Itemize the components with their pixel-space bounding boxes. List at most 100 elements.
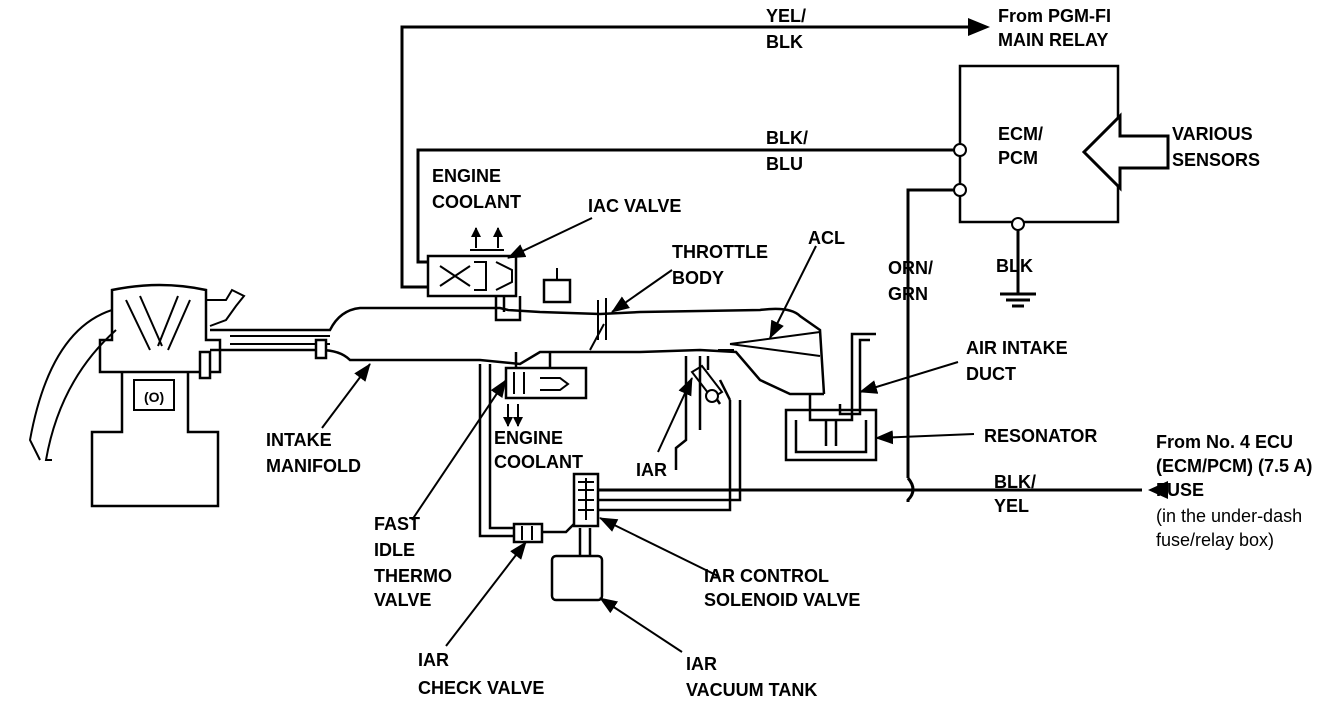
- piston: [133, 379, 175, 411]
- iac-valve: [426, 227, 522, 322]
- engine-valves: [125, 295, 191, 351]
- leader-iac-valve: [507, 217, 593, 259]
- engine-block: (O): [28, 283, 246, 508]
- coolant-bottom-label-1: ENGINE: [494, 428, 563, 448]
- resonator-neck: [824, 420, 838, 446]
- ecm-terminal-grn: [953, 183, 967, 197]
- fuse-source-line-1: From No. 4 ECU: [1156, 432, 1293, 452]
- fuse-source-line-4: (in the under-dash: [1156, 506, 1302, 526]
- thermo-valve-body: [504, 366, 588, 400]
- leader-iar-tank: [599, 597, 683, 653]
- check-valve-body: [512, 522, 544, 544]
- wire-label-blu-1: BLK/: [766, 128, 808, 148]
- coolant-bottom-label-2: COOLANT: [494, 452, 583, 472]
- ecm-terminal-ground: [1011, 217, 1025, 231]
- thermo-valve-detail: [513, 372, 570, 394]
- iar-line-to-solenoid: [598, 400, 742, 512]
- iar-vacuum-lines: [478, 356, 742, 556]
- resonator-label: RESONATOR: [984, 426, 1097, 446]
- wiring: [400, 18, 1168, 502]
- throttle-label-2: BODY: [672, 268, 724, 288]
- iar-vacuum-tank: [550, 554, 604, 602]
- fuse-source-line-2: (ECM/PCM) (7.5 A): [1156, 456, 1312, 476]
- fast-idle-label-4: VALVE: [374, 590, 431, 610]
- iar-control-solenoid-valve: [572, 472, 600, 528]
- intake-manifold: [198, 268, 826, 396]
- leader-acl: [769, 245, 817, 339]
- manifold-flange: [314, 338, 328, 360]
- engine-head: [98, 283, 222, 374]
- iac-valve-detail: [439, 261, 513, 291]
- sensors-label-1: VARIOUS: [1172, 124, 1253, 144]
- iar-to-tank-line: [578, 528, 592, 556]
- iac-valve-body: [426, 254, 518, 298]
- iac-valve-label: IAC VALVE: [588, 196, 681, 216]
- blk-blu-wire: [416, 148, 956, 264]
- ground-wire-label: BLK: [996, 256, 1033, 276]
- relay-source-line-1: From PGM-FI: [998, 6, 1111, 26]
- sensors-input-arrow-icon: [1081, 112, 1170, 192]
- iar-check-label-1: IAR: [418, 650, 449, 670]
- throttle-label-1: THROTTLE: [672, 242, 768, 262]
- piston-mark: (O): [144, 389, 164, 405]
- throttle-actuator: [542, 278, 572, 304]
- wire-label-yel-1: YEL/: [766, 6, 806, 26]
- leader-throttle-body: [611, 269, 673, 313]
- leader-iar-check: [445, 541, 527, 647]
- ecm-terminal-blu: [953, 143, 967, 157]
- air-intake-and-resonator: [784, 332, 878, 462]
- fast-idle-label-3: THERMO: [374, 566, 452, 586]
- iar-check-valve: [512, 522, 544, 544]
- fuse-arrow-icon: [1148, 481, 1168, 499]
- vacuum-tank-body: [550, 554, 604, 602]
- throttle-plate: [589, 298, 607, 351]
- fast-idle-label-2: IDLE: [374, 540, 415, 560]
- fast-idle-thermo-valve: [503, 352, 588, 427]
- resonator-body: [784, 408, 878, 462]
- wire-label-blu-2: BLU: [766, 154, 803, 174]
- leader-iar-control: [599, 517, 719, 577]
- iar-line-left: [478, 364, 514, 538]
- iar-valve-element: [690, 364, 724, 403]
- intake-manifold-label-1: INTAKE: [266, 430, 332, 450]
- ecm-label-line-1: ECM/: [998, 124, 1043, 144]
- iar-control-label-1: IAR CONTROL: [704, 566, 829, 586]
- manifold-upper-wall: [210, 306, 826, 395]
- air-intake-label-2: DUCT: [966, 364, 1016, 384]
- wire-label-yel-2: BLK: [766, 32, 803, 52]
- orn-grn-wire: [906, 188, 956, 478]
- thermo-valve-stem: [514, 352, 552, 368]
- iar-tank-label-1: IAR: [686, 654, 717, 674]
- iar-check-label-2: CHECK VALVE: [418, 678, 544, 698]
- manifold-port-flange: [198, 350, 212, 380]
- solenoid-detail: [578, 478, 594, 520]
- engine-top-fitting: [206, 288, 246, 327]
- ecm-label-line-2: PCM: [998, 148, 1038, 168]
- leader-iar: [657, 377, 693, 453]
- coolant-top-label-2: COOLANT: [432, 192, 521, 212]
- wire-label-yel-fuse-2: YEL: [994, 496, 1029, 516]
- leader-intake-manifold: [321, 363, 371, 429]
- relay-source-line-2: MAIN RELAY: [998, 30, 1108, 50]
- fuse-source-line-3: FUSE: [1156, 480, 1204, 500]
- engine-side-wires: [28, 309, 117, 461]
- intake-manifold-label-2: MANIFOLD: [266, 456, 361, 476]
- ground-icon: [1000, 292, 1036, 308]
- fuse-source-line-5: fuse/relay box): [1156, 530, 1274, 550]
- leader-arrows: [321, 217, 975, 653]
- ecm-pcm-unit: ECM/ PCM: [953, 64, 1170, 231]
- iar-control-label-2: SOLENOID VALVE: [704, 590, 860, 610]
- leader-fast-idle: [411, 379, 507, 521]
- leader-resonator: [875, 430, 975, 445]
- labels: YEL/ BLK From PGM-FI MAIN RELAY BLK/ BLU…: [266, 6, 1312, 700]
- wire-label-grn-2: GRN: [888, 284, 928, 304]
- manifold-inner-line: [230, 335, 330, 345]
- wire-label-grn-1: ORN/: [888, 258, 933, 278]
- iar-label: IAR: [636, 460, 667, 480]
- fast-idle-label-1: FAST: [374, 514, 420, 534]
- acl-label: ACL: [808, 228, 845, 248]
- air-intake-label-1: AIR INTAKE: [966, 338, 1068, 358]
- relay-arrow-icon: [968, 18, 990, 36]
